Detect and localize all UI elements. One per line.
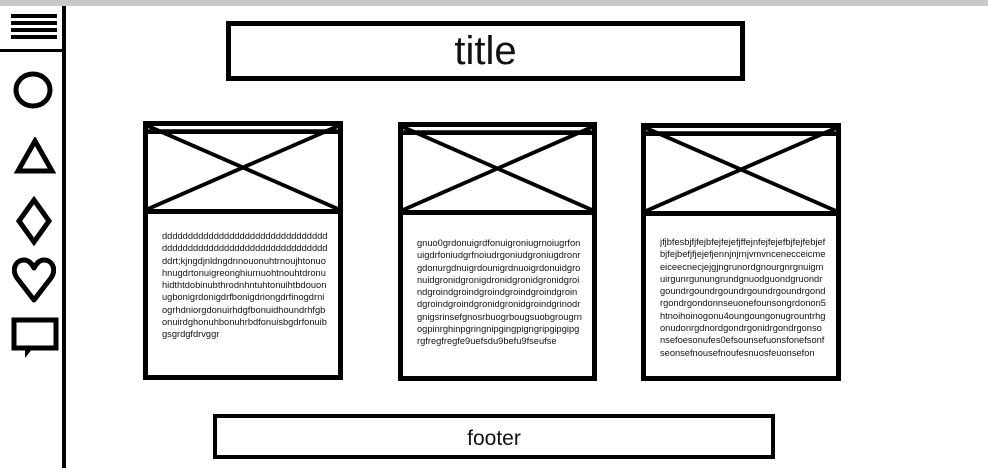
sidebar-divider xyxy=(62,6,66,468)
page-title-box: title xyxy=(226,21,745,81)
card-text: jfjbfesbjfjfejbfejfejefjffejnfejfejefbjf… xyxy=(660,237,826,358)
card-text: gnuo0grdonuigrdfonuigroniugrnoiugrfonuig… xyxy=(417,238,582,347)
image-placeholder-icon xyxy=(646,128,836,216)
chat-icon[interactable] xyxy=(11,317,59,361)
heart-icon[interactable] xyxy=(12,256,56,304)
card-text: dddddddddddddddddddddddddddddddddddddddd… xyxy=(162,231,328,340)
content-card[interactable]: jfjbfesbjfjfejbfejfejefjffejnfejfejefbjf… xyxy=(641,123,841,381)
footer-box: footer xyxy=(213,414,775,459)
triangle-icon[interactable] xyxy=(14,137,56,175)
content-card[interactable]: dddddddddddddddddddddddddddddddddddddddd… xyxy=(143,121,343,380)
image-placeholder-icon xyxy=(148,126,338,214)
sidebar-menu-divider xyxy=(0,49,64,52)
image-placeholder-icon xyxy=(403,127,592,215)
footer-label: footer xyxy=(467,426,521,450)
diamond-icon[interactable] xyxy=(16,196,52,246)
window-top-bar xyxy=(0,0,988,6)
page-title: title xyxy=(454,29,517,73)
content-card[interactable]: gnuo0grdonuigrdfonuigroniugrnoiugrfonuig… xyxy=(398,122,597,381)
circle-icon[interactable] xyxy=(13,70,53,110)
menu-icon[interactable] xyxy=(11,14,57,40)
